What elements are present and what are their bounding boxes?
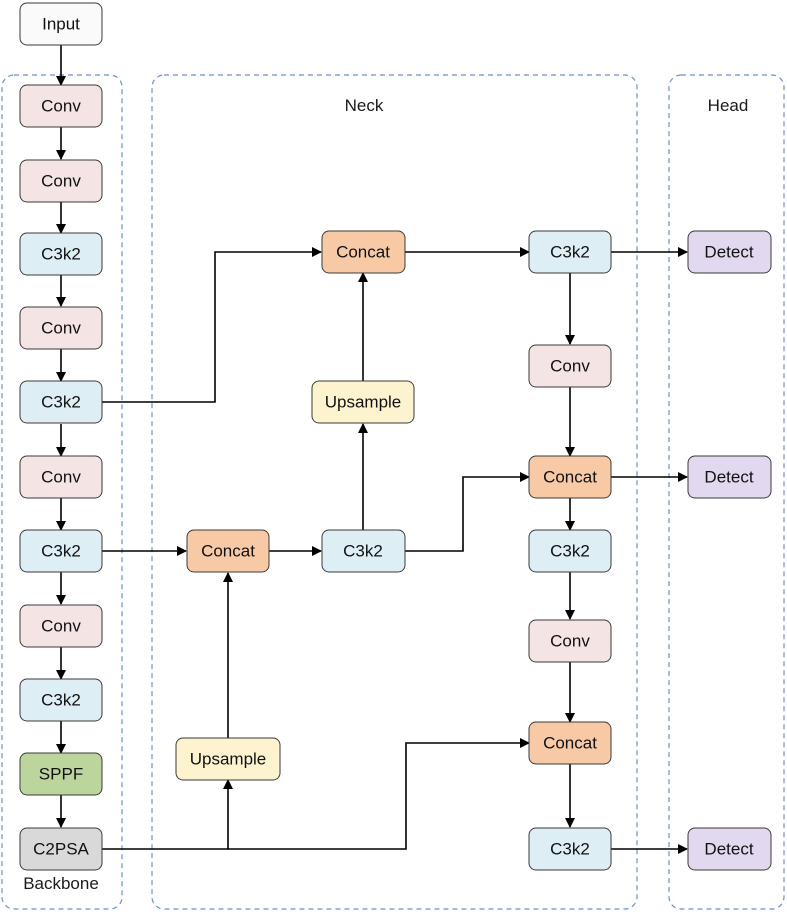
node-head-detect-3-label: Detect bbox=[704, 840, 753, 859]
node-backbone-conv-5-label: Conv bbox=[41, 617, 81, 636]
node-neck-concat-r3: Concat bbox=[528, 721, 612, 765]
node-neck-concat-r3-label: Concat bbox=[543, 734, 597, 753]
node-backbone-conv-4-label: Conv bbox=[41, 468, 81, 487]
edge-c3k2-2-concat-top bbox=[102, 247, 322, 403]
edge-c3k2-mid-concat-r2 bbox=[405, 472, 530, 552]
node-neck-concat-r2: Concat bbox=[528, 455, 612, 499]
node-backbone-c3k2-3: C3k2 bbox=[19, 529, 103, 573]
backbone-label: Backbone bbox=[23, 874, 99, 893]
edge-c2psa-concat-r3 bbox=[228, 738, 530, 850]
node-backbone-c3k2-1: C3k2 bbox=[19, 232, 103, 276]
node-neck-c3k2-top: C3k2 bbox=[528, 230, 612, 274]
node-neck-c3k2-top-label: C3k2 bbox=[550, 243, 590, 262]
node-neck-conv-b: Conv bbox=[528, 619, 612, 663]
node-neck-c3k2-mid-label: C3k2 bbox=[343, 542, 383, 561]
node-neck-concat-top-label: Concat bbox=[336, 243, 390, 262]
node-backbone-c2psa-label: C2PSA bbox=[33, 840, 89, 859]
node-backbone-sppf-label: SPPF bbox=[39, 765, 83, 784]
node-neck-c3k2-mid: C3k2 bbox=[321, 529, 406, 573]
node-backbone-c3k2-1-label: C3k2 bbox=[41, 245, 81, 264]
head-label: Head bbox=[708, 96, 749, 115]
node-backbone-conv-5: Conv bbox=[19, 604, 103, 648]
node-neck-conv-b-label: Conv bbox=[550, 632, 590, 651]
node-head-detect-2-label: Detect bbox=[704, 468, 753, 487]
node-neck-upsample-high: Upsample bbox=[311, 380, 415, 424]
node-neck-concat-mid-label: Concat bbox=[201, 542, 255, 561]
node-head-detect-1-label: Detect bbox=[704, 243, 753, 262]
node-neck-c3k2-r2-label: C3k2 bbox=[550, 542, 590, 561]
node-backbone-c3k2-4: C3k2 bbox=[19, 678, 103, 722]
node-backbone-conv-2: Conv bbox=[19, 159, 103, 203]
node-backbone-conv-3: Conv bbox=[19, 306, 103, 350]
head-group: Head bbox=[668, 74, 785, 910]
node-input-label: Input bbox=[42, 15, 80, 34]
node-backbone-conv-3-label: Conv bbox=[41, 319, 81, 338]
edge-c2psa-upsample-low bbox=[102, 779, 233, 850]
node-backbone-c3k2-3-label: C3k2 bbox=[41, 542, 81, 561]
node-backbone-c3k2-2: C3k2 bbox=[19, 380, 103, 424]
node-neck-conv-a: Conv bbox=[528, 344, 612, 388]
edges bbox=[56, 45, 688, 854]
node-neck-conv-a-label: Conv bbox=[550, 357, 590, 376]
node-neck-upsample-low: Upsample bbox=[175, 737, 281, 781]
node-backbone-sppf: SPPF bbox=[19, 752, 103, 796]
node-head-detect-1: Detect bbox=[687, 230, 772, 274]
node-input: Input bbox=[19, 2, 103, 46]
node-head-detect-3: Detect bbox=[687, 827, 772, 871]
node-neck-c3k2-bottom: C3k2 bbox=[528, 827, 612, 871]
node-neck-concat-r2-label: Concat bbox=[543, 468, 597, 487]
node-backbone-conv-1-label: Conv bbox=[41, 97, 81, 116]
node-neck-concat-mid: Concat bbox=[186, 529, 270, 573]
node-neck-c3k2-bottom-label: C3k2 bbox=[550, 840, 590, 859]
node-head-detect-2: Detect bbox=[687, 455, 772, 499]
node-backbone-conv-1: Conv bbox=[19, 84, 103, 128]
node-neck-upsample-high-label: Upsample bbox=[325, 393, 402, 412]
node-neck-upsample-low-label: Upsample bbox=[190, 750, 267, 769]
node-backbone-conv-2-label: Conv bbox=[41, 172, 81, 191]
node-backbone-c3k2-2-label: C3k2 bbox=[41, 393, 81, 412]
node-neck-concat-top: Concat bbox=[321, 230, 406, 274]
backbone-group: Backbone bbox=[1, 74, 123, 910]
node-backbone-c3k2-4-label: C3k2 bbox=[41, 691, 81, 710]
node-neck-c3k2-r2: C3k2 bbox=[528, 529, 612, 573]
node-backbone-c2psa: C2PSA bbox=[19, 827, 103, 871]
neck-group: Neck bbox=[151, 74, 638, 910]
node-backbone-conv-4: Conv bbox=[19, 455, 103, 499]
neck-label: Neck bbox=[345, 96, 384, 115]
